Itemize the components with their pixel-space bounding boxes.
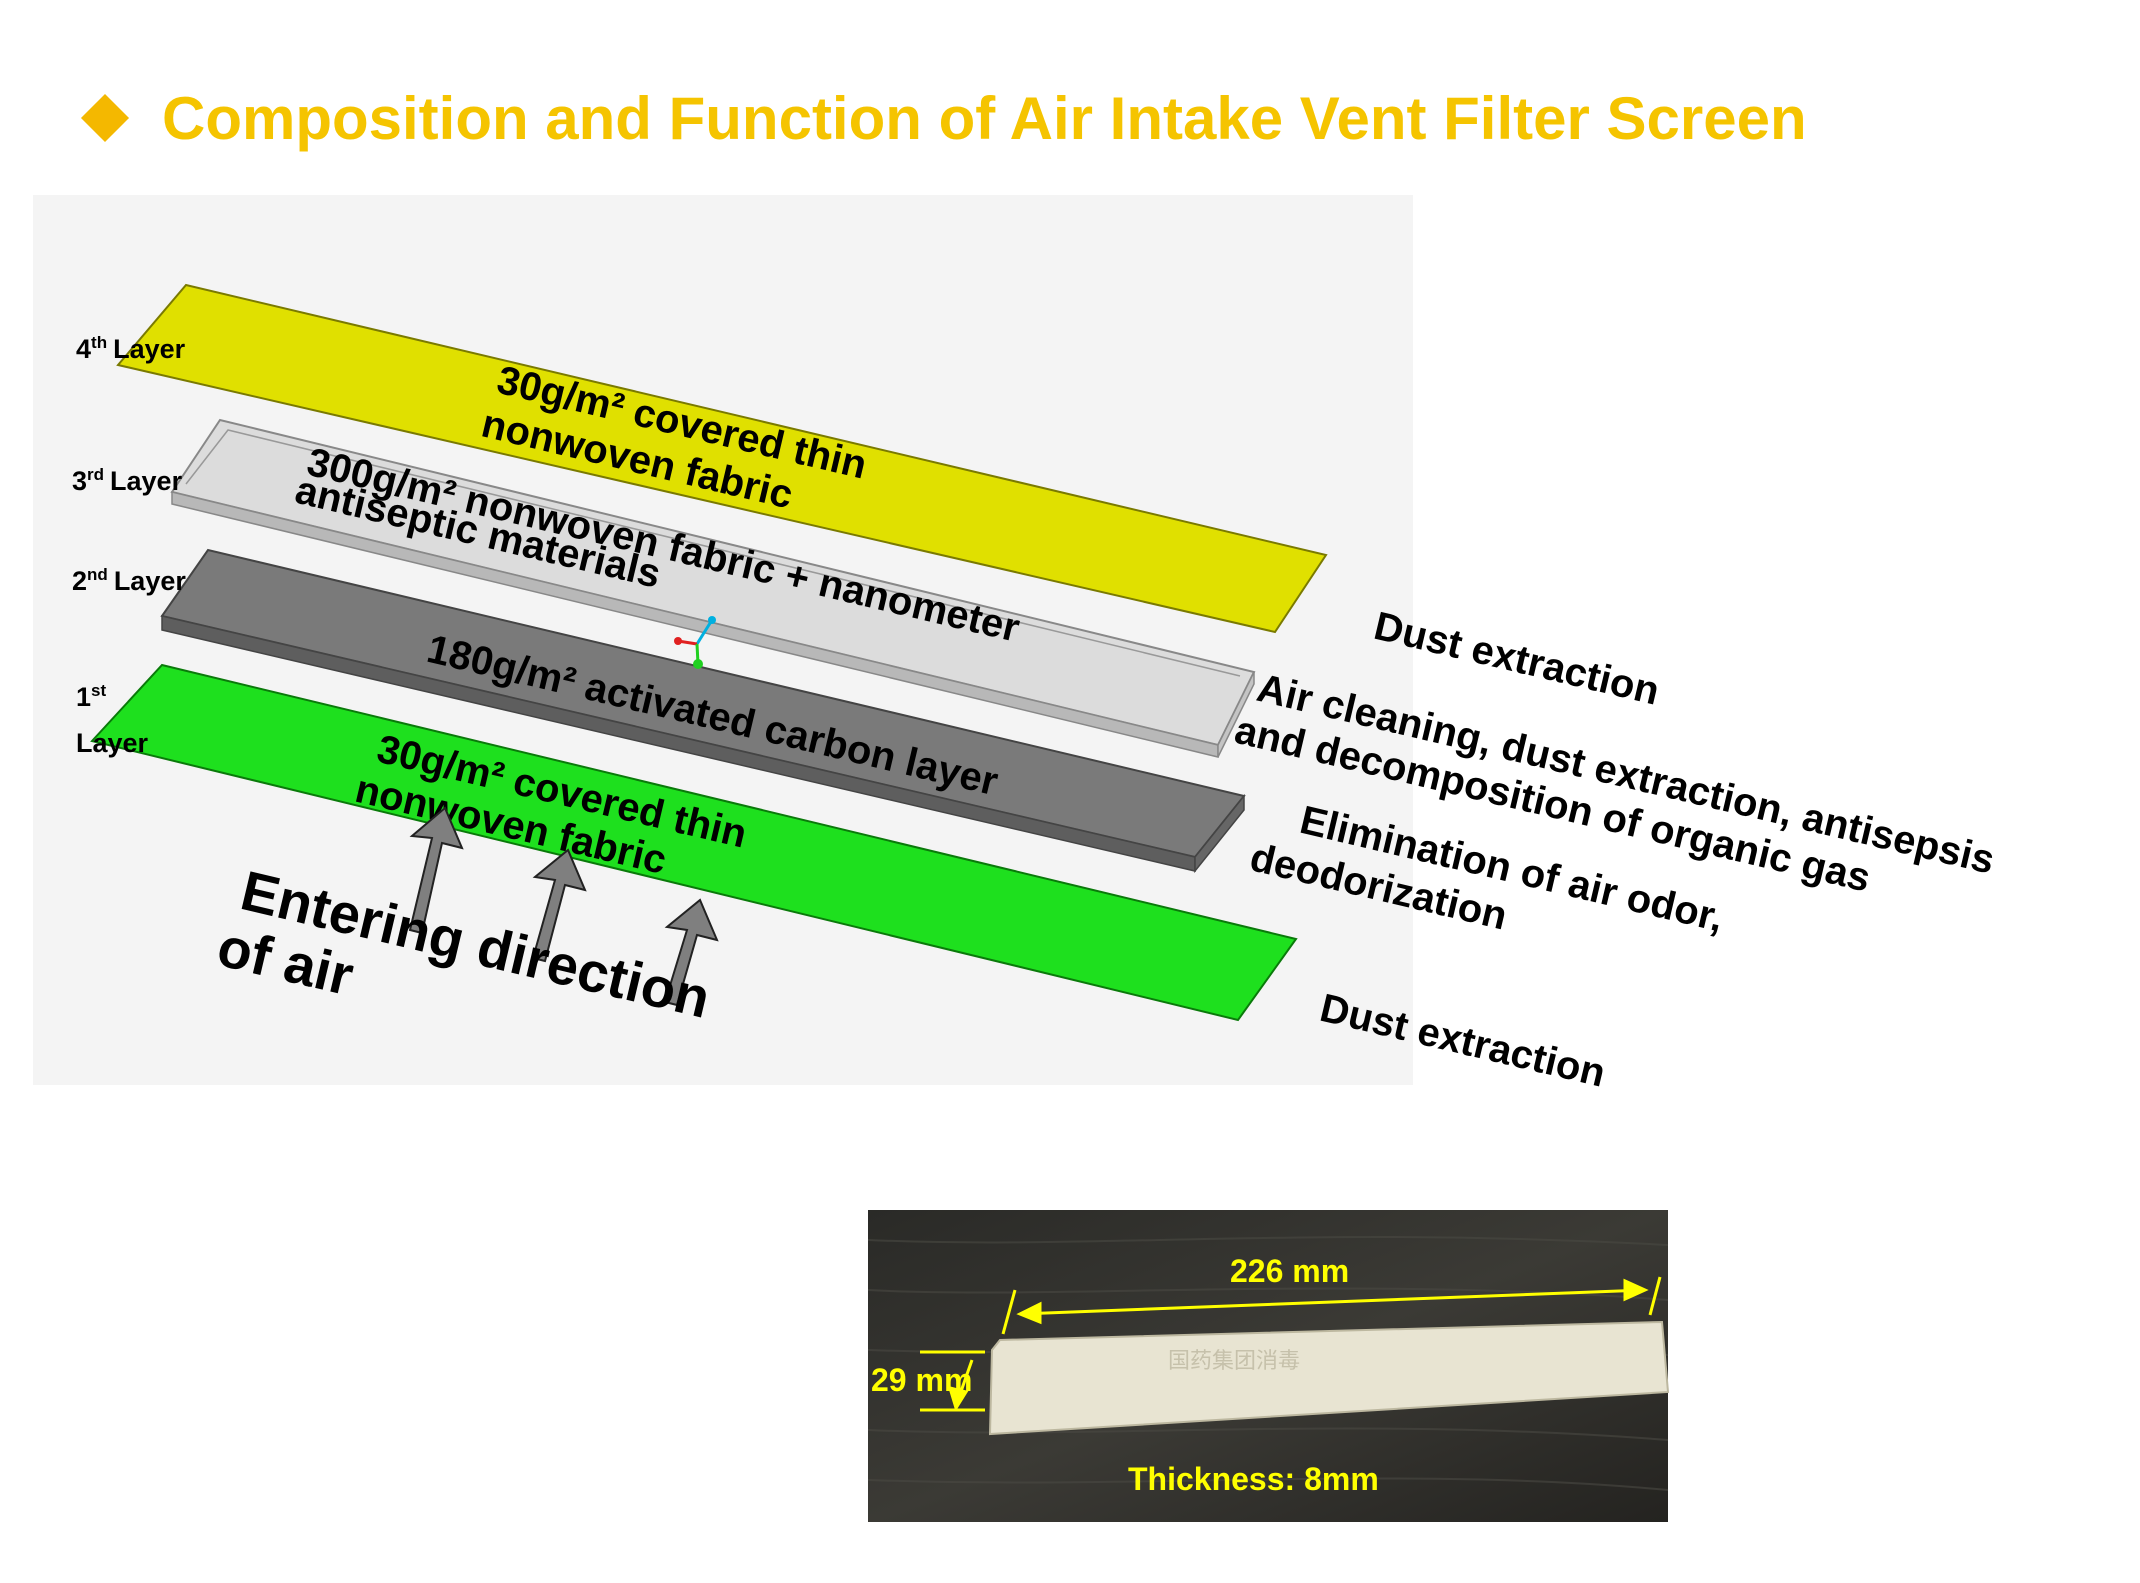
title-row: Composition and Function of Air Intake V… [80, 78, 1807, 158]
thickness-label: Thickness: 8mm [1128, 1461, 1379, 1497]
layer-3-tray [170, 418, 1256, 758]
layer-4-sheet [116, 283, 1328, 634]
filter-imprint: 国药集团消毒 [1168, 1348, 1300, 1373]
air-direction-arrow-1-icon [408, 806, 464, 935]
air-direction-arrow-2-icon [531, 848, 587, 963]
page-title: Composition and Function of Air Intake V… [162, 84, 1807, 152]
length-label: 226 mm [1230, 1253, 1349, 1289]
air-direction-arrow-3-icon [663, 898, 719, 1007]
width-label: 29 mm [871, 1362, 972, 1398]
layer-2-slab [160, 548, 1246, 874]
axis-gizmo-icon [674, 616, 716, 669]
layer-1-sheet [90, 663, 1298, 1022]
length-dimension-arrow-icon [1001, 1276, 1662, 1335]
filter-strip [988, 1320, 1670, 1436]
layer-1-label-number: 1st [76, 681, 106, 712]
layer-1-label-word: Layer [76, 728, 149, 758]
width-dimension-arrow-icon [920, 1350, 985, 1412]
